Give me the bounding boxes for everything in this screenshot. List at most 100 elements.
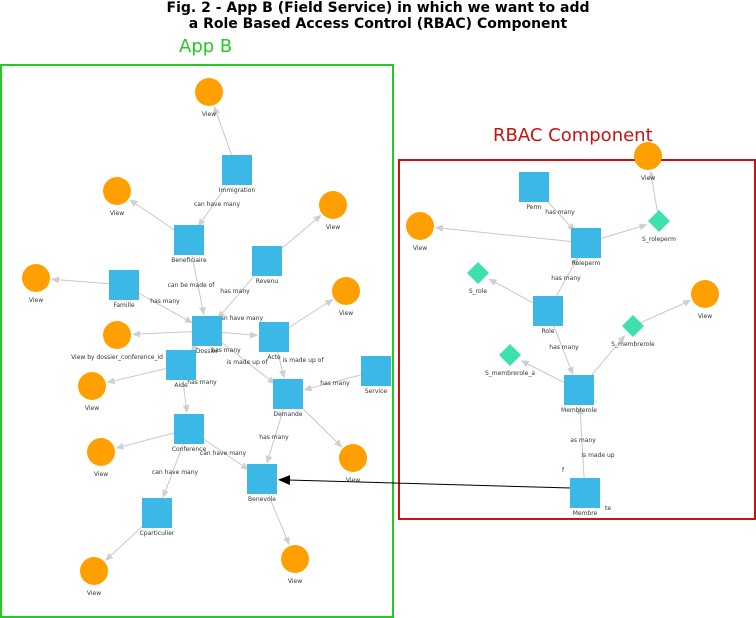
node-service[interactable]: Service	[361, 356, 391, 395]
edge-label-can-have-many: can have many	[217, 315, 264, 322]
node-label: S_membrerole	[611, 341, 655, 348]
edge-label-has-many: has many	[320, 380, 350, 387]
edge-s_membrerole-view_r_right	[632, 300, 692, 327]
node-view-top[interactable]: View	[195, 78, 223, 118]
circle-node-shape	[406, 212, 434, 240]
square-node-shape	[142, 498, 172, 528]
figure-title-line2: a Role Based Access Control (RBAC) Compo…	[188, 16, 568, 32]
node-view-left4[interactable]: View	[87, 438, 115, 478]
square-node-shape	[533, 296, 563, 326]
node-aide[interactable]: Aide	[166, 350, 196, 389]
node-label: Dossier	[196, 348, 219, 355]
node-label: Membre	[573, 510, 598, 517]
node-label: Membrerole	[561, 407, 597, 414]
square-node-shape	[564, 375, 594, 405]
node-view-r-left[interactable]: View	[406, 212, 434, 252]
node-membre[interactable]: Membre	[570, 478, 600, 517]
node-label: Roleperm	[572, 260, 601, 267]
edge-roleperm-view_r_left	[434, 224, 587, 244]
node-view-bottom2[interactable]: View	[281, 545, 309, 585]
node-label: Perm	[526, 204, 541, 211]
node-perm[interactable]: Perm	[519, 172, 549, 211]
edge-label-has-many: has many	[150, 298, 180, 305]
node-benevole[interactable]: Benevole	[247, 464, 277, 503]
node-conference[interactable]: Conference	[172, 414, 207, 453]
circle-node-shape	[319, 191, 347, 219]
circle-node-shape	[103, 177, 131, 205]
edge-label-can-have-many: can have many	[200, 450, 247, 457]
node-s-membrerole[interactable]: S_membrerole	[611, 315, 655, 348]
node-label: View	[641, 175, 655, 182]
node-view-dossier[interactable]: View by dossier_conference_id	[71, 321, 163, 361]
node-view-bottom1[interactable]: View	[80, 557, 108, 597]
node-dossier[interactable]: Dossier	[192, 316, 222, 355]
circle-node-shape	[80, 557, 108, 585]
node-label: Acte	[267, 354, 281, 361]
node-label: Immigration	[219, 187, 256, 194]
app-b-panel-label: App B	[179, 36, 233, 57]
node-s-membrerole-a[interactable]: S_membrerole_a	[485, 344, 535, 377]
node-label: View	[339, 310, 353, 317]
node-label: View	[29, 297, 43, 304]
node-demande[interactable]: Demande	[273, 379, 303, 418]
circle-node-shape	[103, 321, 131, 349]
diamond-node-shape	[499, 344, 521, 366]
edge-label-can-have-many: can have many	[152, 469, 199, 476]
square-node-shape	[273, 379, 303, 409]
node-famille[interactable]: Famille	[109, 270, 139, 309]
edge-label-can-be-made-of: can be made of	[168, 282, 216, 289]
node-roleperm[interactable]: Roleperm	[571, 228, 601, 267]
rbac-panel-label: RBAC Component	[493, 125, 653, 146]
node-label: View	[94, 471, 108, 478]
node-revenu[interactable]: Revenu	[252, 246, 282, 285]
node-s-roleperm[interactable]: S_roleperm	[642, 210, 676, 243]
node-membrerole[interactable]: Membrerole	[561, 375, 597, 414]
square-node-shape	[192, 316, 222, 346]
edge-label-has-many: has many	[211, 347, 241, 354]
square-node-shape	[571, 228, 601, 258]
node-view-left1[interactable]: View	[103, 177, 131, 217]
edge-label-as-many: as many	[570, 437, 596, 444]
node-label: View	[202, 111, 216, 118]
edge-label-has-many: has many	[187, 379, 217, 386]
node-view-left3[interactable]: View	[78, 372, 106, 412]
square-node-shape	[166, 350, 196, 380]
node-cparticulier[interactable]: Cparticulier	[140, 498, 175, 537]
stray-label: f	[562, 467, 565, 474]
node-view-farleft[interactable]: View	[22, 264, 50, 304]
node-label: Demande	[273, 411, 302, 418]
node-label: Famille	[113, 302, 134, 309]
edge-label-has-many: has many	[259, 434, 289, 441]
node-label: Role	[542, 328, 555, 335]
node-beneficiaire[interactable]: Beneficiaire	[171, 225, 207, 264]
node-role[interactable]: Role	[533, 296, 563, 335]
node-view-r-right[interactable]: View	[691, 280, 719, 320]
node-label: Revenu	[256, 278, 279, 285]
node-label: View by dossier_conference_id	[71, 354, 163, 361]
node-label: View	[288, 578, 302, 585]
square-node-shape	[259, 322, 289, 352]
edge-label-can-have-many: can have many	[194, 201, 241, 208]
node-view-r-top[interactable]: View	[634, 142, 662, 182]
node-label: Aide	[174, 382, 188, 389]
diamond-node-shape	[648, 210, 670, 232]
node-label: View	[326, 224, 340, 231]
node-immigration[interactable]: Immigration	[219, 155, 256, 194]
node-label: Cparticulier	[140, 530, 175, 537]
edge-label-has-many: has many	[220, 288, 250, 295]
edge-membre-benevole	[277, 475, 572, 489]
circle-node-shape	[332, 277, 360, 305]
node-acte[interactable]: Acte	[259, 322, 289, 361]
node-view-right2[interactable]: View	[332, 277, 360, 317]
stray-label: te	[605, 505, 611, 512]
node-view-right4[interactable]: View	[339, 444, 367, 484]
square-node-shape	[519, 172, 549, 202]
node-view-right1[interactable]: View	[319, 191, 347, 231]
edge-label-is-made-up: is made up	[581, 452, 614, 459]
square-node-shape	[109, 270, 139, 300]
node-s-role[interactable]: S_role	[467, 262, 489, 295]
square-node-shape	[361, 356, 391, 386]
square-node-shape	[570, 478, 600, 508]
edge-label-has-many: has many	[549, 344, 579, 351]
